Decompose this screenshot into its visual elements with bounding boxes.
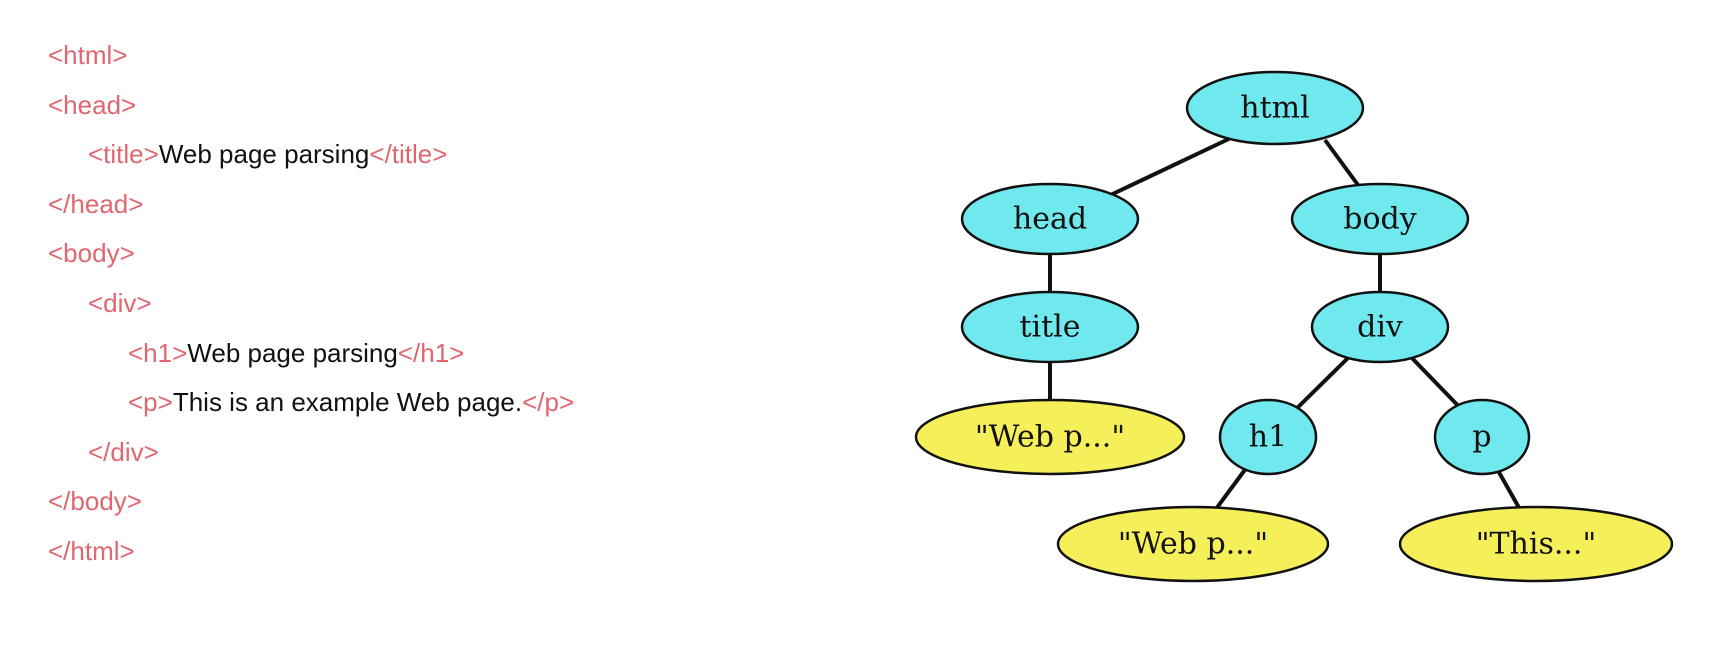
p-text: This is an example Web page. xyxy=(172,387,523,418)
node-h1-label: h1 xyxy=(1249,420,1287,455)
code-line-h1: <h1>Web page parsing</h1> xyxy=(48,329,808,379)
code-line-div-close: </div> xyxy=(48,428,808,478)
node-p-text-label: "This..." xyxy=(1476,527,1597,562)
tag-html-open: <html> xyxy=(48,40,128,70)
node-title-text-label: "Web p..." xyxy=(975,420,1125,455)
code-line-p: <p>This is an example Web page.</p> xyxy=(48,378,808,428)
node-html: html xyxy=(1185,70,1365,146)
tag-head-open: <head> xyxy=(48,89,137,120)
code-line-div-open: <div> xyxy=(48,279,808,329)
tag-h1-open: <h1> xyxy=(128,337,188,368)
h1-text: Web page parsing xyxy=(187,337,398,368)
code-line-body-close: </body> xyxy=(48,477,808,527)
tag-title-close: </title> xyxy=(369,139,448,170)
node-h1-text-label: "Web p..." xyxy=(1118,527,1268,562)
node-div: div xyxy=(1310,290,1450,364)
title-text: Web page parsing xyxy=(158,139,370,170)
code-line-title: <title>Web page parsing</title> xyxy=(48,130,808,180)
code-line-body-open: <body> xyxy=(48,229,808,279)
node-title-text: "Web p..." xyxy=(914,398,1186,476)
node-head-ellipse xyxy=(960,182,1140,256)
tag-h1-close: </h1> xyxy=(397,337,465,368)
tag-html-close: </html> xyxy=(48,535,135,566)
node-h1-text: "Web p..." xyxy=(1056,505,1330,583)
node-p-text-ellipse xyxy=(1398,505,1674,583)
tag-p-open: <p> xyxy=(128,387,173,418)
node-h1-ellipse xyxy=(1218,398,1318,476)
node-title: title xyxy=(960,290,1140,364)
node-div-ellipse xyxy=(1310,290,1450,364)
node-div-label: div xyxy=(1357,310,1403,345)
edge-p-text xyxy=(1494,466,1524,514)
tag-head-close: </head> xyxy=(48,188,144,219)
edge-h1-text xyxy=(1211,465,1249,515)
tag-p-close: </p> xyxy=(522,387,575,418)
tag-body-close: </body> xyxy=(48,486,142,517)
edge-html-body xyxy=(1323,138,1360,187)
code-line-head-close: </head> xyxy=(48,180,808,230)
node-title-text-ellipse xyxy=(914,398,1186,476)
tag-div-close: </div> xyxy=(88,436,159,467)
node-h1-text-ellipse xyxy=(1056,505,1330,583)
node-html-ellipse xyxy=(1185,70,1365,146)
node-html-label: html xyxy=(1240,91,1309,126)
node-head-label: head xyxy=(1013,202,1087,237)
code-line-html-close: </html> xyxy=(48,527,808,577)
node-p: p xyxy=(1433,398,1531,476)
node-h1: h1 xyxy=(1218,398,1318,476)
node-body-ellipse xyxy=(1290,182,1470,256)
tag-title-open: <title> xyxy=(88,139,159,170)
html-source-code: <html> <head> <title>Web page parsing</t… xyxy=(48,31,808,577)
code-line-html-open: <html> xyxy=(48,31,808,81)
node-p-ellipse xyxy=(1433,398,1531,476)
tag-body-open: <body> xyxy=(48,238,135,269)
code-line-head-open: <head> xyxy=(48,81,808,131)
node-body: body xyxy=(1290,182,1470,256)
tag-div-open: <div> xyxy=(88,287,152,318)
node-p-text: "This..." xyxy=(1398,505,1674,583)
node-body-label: body xyxy=(1343,202,1416,237)
node-title-ellipse xyxy=(960,290,1140,364)
node-title-label: title xyxy=(1019,310,1080,345)
edge-html-head xyxy=(1099,134,1236,202)
node-head: head xyxy=(960,182,1140,256)
node-p-label: p xyxy=(1472,420,1491,455)
